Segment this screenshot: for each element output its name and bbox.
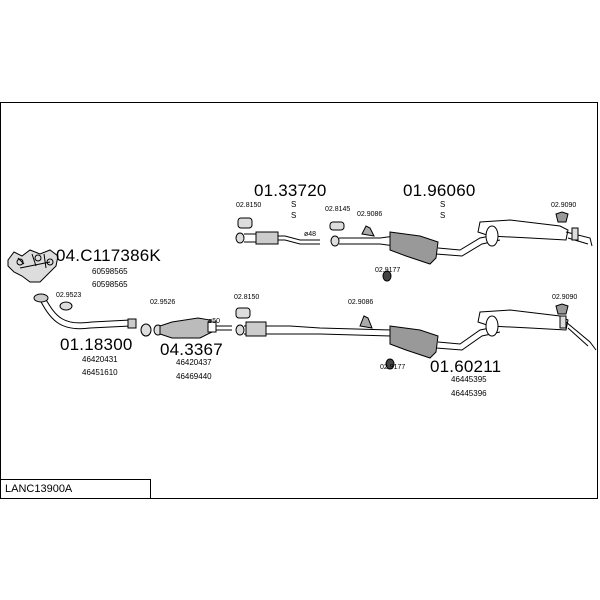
pipe-diameter-label: ø50 (208, 318, 221, 325)
clamp-8150-top-drawing (237, 217, 253, 229)
oe-number: 60598565 (92, 280, 128, 289)
diagram-code: LANC13900A (5, 483, 73, 495)
oe-number: 46451610 (82, 368, 118, 377)
fitting-label: 02.9086 (357, 211, 383, 218)
s-marker: S (291, 211, 297, 220)
diagram-frame (0, 102, 598, 499)
s-marker: S (440, 200, 446, 209)
bottom-centre-pipe-drawing (235, 321, 393, 337)
bottom-rear-silencer-drawing (389, 309, 597, 359)
s-marker: S (291, 200, 297, 209)
part-rear-bottom: 01.60211 (430, 357, 502, 376)
oe-number: 60598565 (92, 267, 128, 276)
oe-number: 46445395 (451, 375, 487, 384)
part-centre-pipe: 01.33720 (254, 181, 327, 200)
s-marker: S (440, 211, 446, 220)
fitting-label: 02.9526 (150, 299, 176, 306)
pipe-diameter-label: ø48 (304, 231, 317, 238)
rubber-9177-bot-drawing (385, 358, 395, 370)
top-centre-pipe-drawing (235, 231, 320, 245)
fitting-label: 02.8150 (234, 294, 260, 301)
fitting-label: 02.9086 (348, 299, 374, 306)
part-catalyst: 04.3367 (160, 340, 223, 359)
part-manifold-cat: 04.C117386K (56, 246, 161, 265)
exhaust-manifold-drawing (7, 249, 59, 283)
hanger-9090-top-drawing (555, 211, 569, 223)
catalyst-drawing (159, 317, 232, 339)
gasket-9523-drawing (59, 301, 73, 311)
fitting-label: 02.8150 (236, 202, 262, 209)
fitting-label: 02.9090 (552, 294, 578, 301)
fitting-label: 02.9177 (380, 364, 406, 371)
top-rear-silencer-drawing (389, 219, 593, 265)
oe-number: 46420437 (176, 358, 212, 367)
part-rear-top: 01.96060 (403, 181, 476, 200)
hanger-9090-bot-drawing (555, 303, 569, 315)
oe-number: 46445396 (451, 389, 487, 398)
part-front-pipe: 01.18300 (60, 335, 133, 354)
fitting-label: 02.8145 (325, 206, 351, 213)
oe-number: 46469440 (176, 372, 212, 381)
hanger-9086-bot-drawing (359, 315, 373, 329)
gasket-9526-drawing (140, 323, 163, 337)
diagram-code-box: LANC13900A (0, 479, 151, 499)
top-connector-pipe-drawing (330, 235, 396, 247)
front-pipe-drawing (33, 293, 137, 330)
hanger-9086-top-drawing (361, 225, 375, 237)
fitting-label: 02.9090 (551, 202, 577, 209)
fitting-label: 02.9177 (375, 267, 401, 274)
clamp-8145-drawing (329, 221, 345, 231)
clamp-8150-bot-drawing (235, 307, 251, 319)
rubber-9177-top-drawing (382, 270, 392, 282)
fitting-label: 02.9523 (56, 292, 82, 299)
oe-number: 46420431 (82, 355, 118, 364)
